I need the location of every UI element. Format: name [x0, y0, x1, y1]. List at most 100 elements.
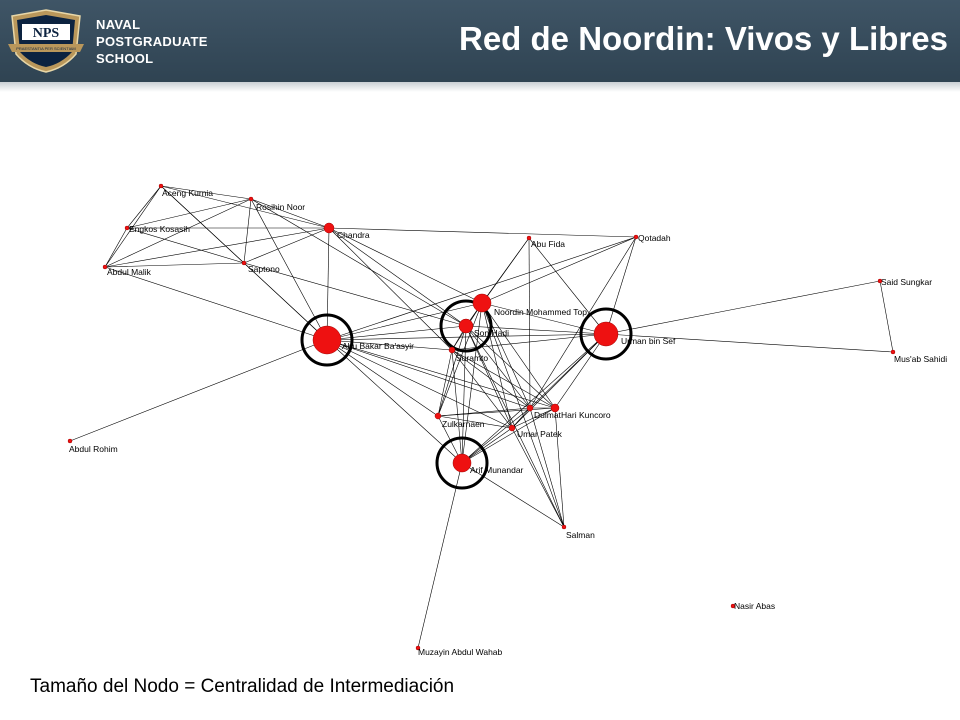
header-shadow: [0, 82, 960, 92]
logo-wordmark: NAVAL POSTGRADUATE SCHOOL: [96, 16, 208, 67]
node-rosihin[interactable]: [248, 196, 254, 202]
edge-harikuncoro-umarpatek: [511, 407, 556, 429]
node-zulkarnaen[interactable]: [434, 412, 442, 420]
node-noordin[interactable]: [472, 293, 492, 313]
node-qotadah[interactable]: [633, 234, 639, 240]
highlight-ring-umanbinsef: [579, 307, 633, 361]
header-bar: NPS PRAESTANTIA PER SCIENTIAM NAVAL POST…: [0, 0, 960, 82]
edge-rosihin-abubakar: [250, 198, 328, 341]
edge-noordin-abubakar: [326, 302, 483, 341]
edge-dulmatin-salman: [529, 407, 565, 528]
edge-suramto-arifmunandar: [451, 349, 463, 464]
highlight-ring-layer: [300, 299, 633, 490]
node-abdulmalik[interactable]: [102, 264, 108, 270]
node-label-aceng: Aceng Kurnia: [162, 188, 213, 198]
node-nasirabas[interactable]: [730, 603, 736, 609]
node-umanbinsef[interactable]: [593, 321, 619, 347]
edge-umarpatek-salman: [511, 427, 565, 528]
edge-noordin-salman: [481, 302, 565, 528]
node-label-arifmunandar: Arif Munandar: [470, 465, 524, 475]
node-label-rosihin: Rosihin Noor: [256, 202, 305, 212]
logo-line-1: NAVAL: [96, 17, 141, 32]
edge-umarpatek-arifmunandar: [461, 427, 513, 464]
edge-umanbinsef-umarpatek: [511, 333, 607, 429]
edge-abdulmalik-saptono: [104, 262, 245, 268]
edge-rosihin-sonhadi: [250, 198, 467, 327]
edge-abubakar-dulmatin: [326, 339, 531, 409]
node-abufida[interactable]: [526, 235, 532, 241]
node-muzayin[interactable]: [415, 645, 421, 651]
node-label-abufida: Abu Fida: [531, 239, 565, 249]
edge-chandra-abdulmalik: [104, 227, 330, 268]
node-musab[interactable]: [890, 349, 896, 355]
node-label-muzayin: Muzayin Abdul Wahab: [418, 647, 503, 657]
edge-chandra-saptono: [243, 227, 330, 264]
node-sonhadi[interactable]: [458, 318, 474, 334]
node-arifmunandar[interactable]: [452, 453, 472, 473]
edge-abdulmalik-abubakar: [104, 266, 328, 341]
edge-abufida-dulmatin: [528, 237, 531, 409]
edge-abubakar-zulkarnaen: [326, 339, 439, 417]
edge-abubakar-arifmunandar: [326, 339, 463, 464]
edge-umanbinsef-harikuncoro: [554, 333, 607, 409]
node-layer: [67, 183, 896, 651]
edge-harikuncoro-salman: [554, 407, 565, 528]
edge-sonhadi-dulmatin: [465, 325, 531, 409]
edge-musab-umanbinsef: [605, 333, 894, 353]
edge-chandra-noordin: [328, 227, 483, 304]
edge-arifmunandar-muzayin: [417, 462, 463, 649]
edge-arifmunandar-salman: [461, 462, 565, 528]
edge-engkos-saptono: [126, 227, 245, 264]
node-suramto[interactable]: [448, 346, 456, 354]
node-label-noordin: Noordin Mohammed Top: [494, 307, 587, 317]
edge-aceng-engkos: [126, 185, 162, 229]
node-label-dulmatin: Dulmat: [534, 410, 562, 420]
node-label-abubakar: Abu Bakar Ba'asyir: [342, 341, 414, 351]
node-dulmatin[interactable]: [526, 404, 534, 412]
edge-suramto-dulmatin: [451, 349, 531, 409]
node-abubakar[interactable]: [312, 325, 342, 355]
edge-noordin-zulkarnaen: [437, 302, 483, 417]
edge-aceng-chandra: [160, 185, 330, 229]
node-label-chandra: Chandra: [337, 230, 370, 240]
edge-sonhadi-umanbinsef: [465, 325, 607, 335]
edge-chandra-abubakar: [326, 227, 330, 341]
node-label-musab: Mus'ab Sahidi: [894, 354, 947, 364]
highlight-ring-sonhadi: [439, 299, 493, 353]
edge-noordin-umanbinsef: [481, 302, 607, 335]
node-saptono[interactable]: [241, 260, 247, 266]
edge-suramto-zulkarnaen: [437, 349, 453, 417]
edge-engkos-abdulmalik: [104, 227, 128, 268]
node-chandra[interactable]: [323, 222, 335, 234]
node-abdulrohim[interactable]: [67, 438, 73, 444]
node-salman[interactable]: [561, 524, 567, 530]
logo-line-2: POSTGRADUATE: [96, 34, 208, 49]
edge-dulmatin-umarpatek: [511, 407, 531, 429]
node-saidsungkar[interactable]: [877, 278, 883, 284]
edge-harikuncoro-arifmunandar: [461, 407, 556, 464]
node-label-suramto: Suramto: [456, 353, 488, 363]
edge-dulmatin-arifmunandar: [461, 407, 531, 464]
edge-rosihin-engkos: [126, 198, 252, 229]
node-umarpatek[interactable]: [508, 424, 516, 432]
edge-umanbinsef-arifmunandar: [461, 333, 607, 464]
logo-badge-text: NPS: [33, 26, 60, 41]
edge-suramto-umarpatek: [451, 349, 513, 429]
edge-rosihin-abdulmalik: [104, 198, 252, 268]
edge-chandra-suramto: [328, 227, 453, 351]
edge-sonhadi-abubakar: [326, 325, 467, 341]
node-harikuncoro[interactable]: [550, 403, 560, 413]
node-label-abdulmalik: Abdul Malik: [107, 267, 152, 277]
node-label-saptono: Saptono: [248, 264, 280, 274]
node-aceng[interactable]: [158, 183, 164, 189]
edge-qotadah-noordin: [481, 236, 637, 304]
edge-abubakar-suramto: [326, 339, 453, 351]
node-engkos[interactable]: [124, 225, 130, 231]
node-label-umanbinsef: Urman bin Sef: [621, 336, 676, 346]
edge-abufida-umanbinsef: [528, 237, 607, 335]
node-label-harikuncoro: Hari Kuncoro: [561, 410, 611, 420]
edge-qotadah-abubakar: [326, 236, 637, 341]
node-label-saidsungkar: Said Sungkar: [881, 277, 932, 287]
edge-rosihin-chandra: [250, 198, 330, 229]
